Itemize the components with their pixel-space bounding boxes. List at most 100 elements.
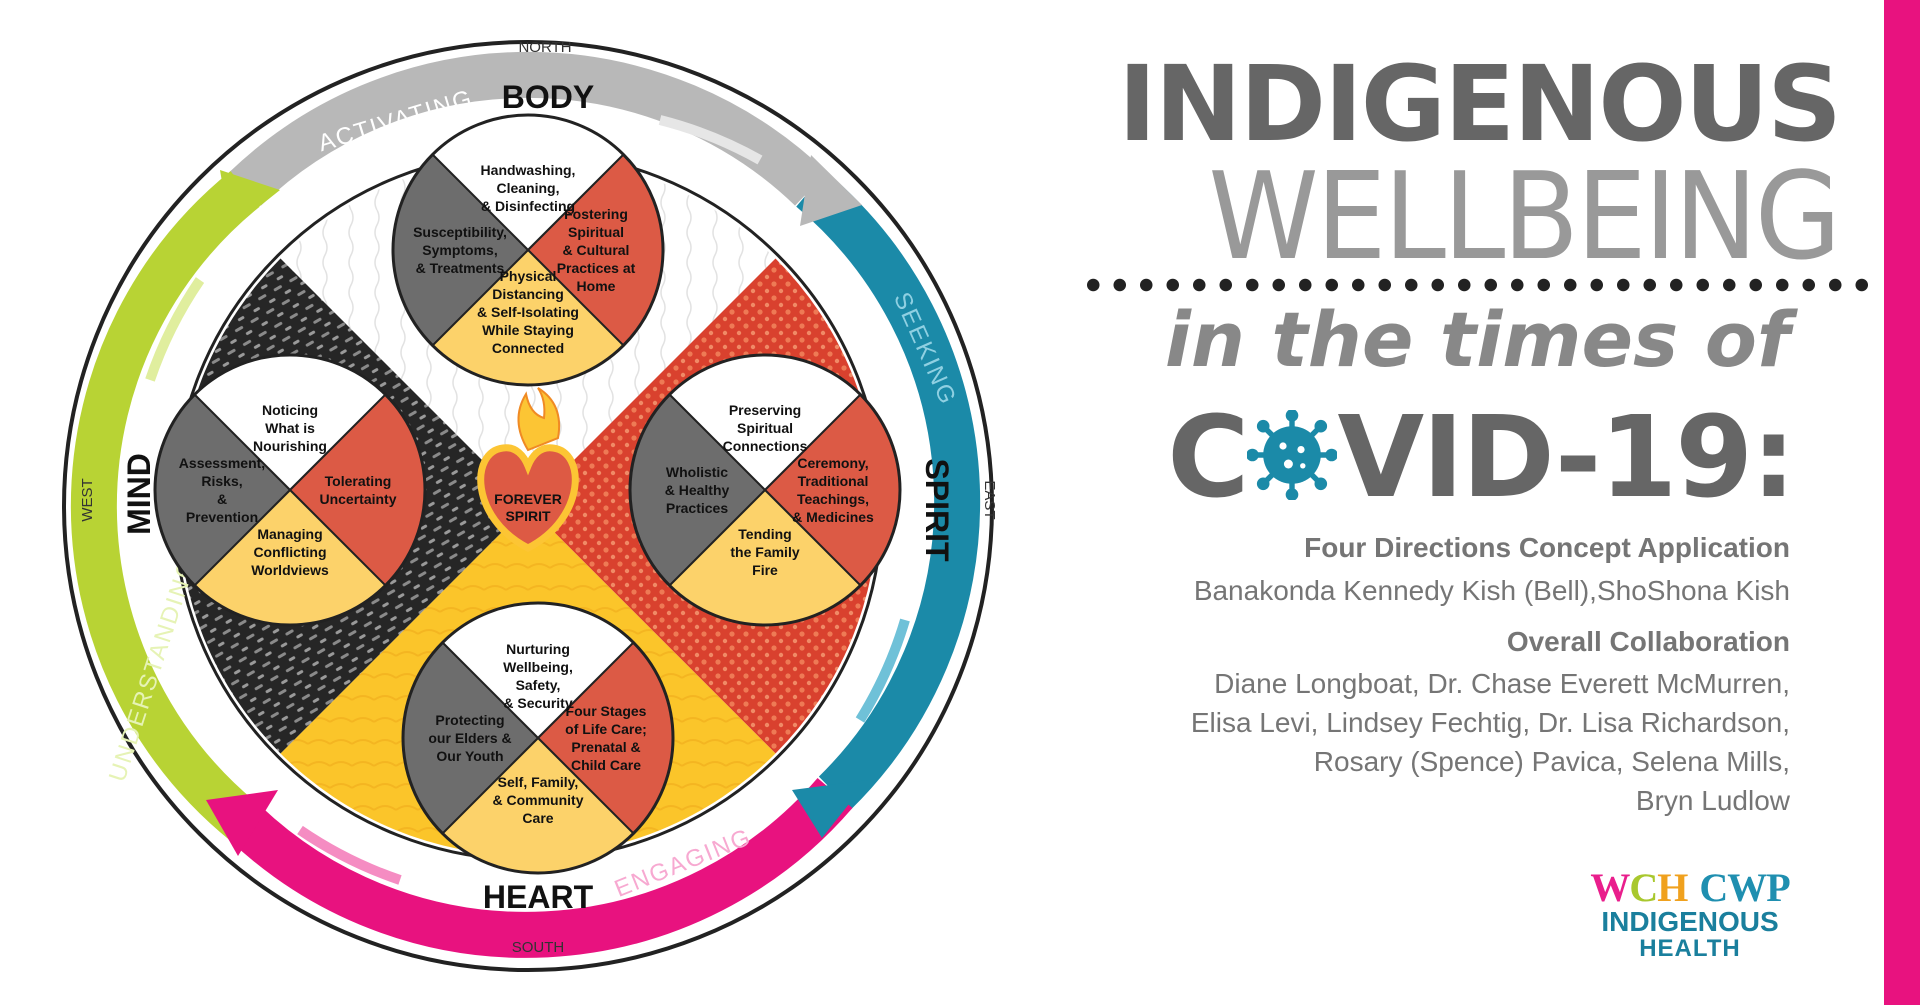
- forever-spirit-emblem: FOREVER SPIRIT: [477, 387, 579, 552]
- mind-arrowhead: [220, 170, 280, 230]
- south-label: SOUTH: [512, 939, 565, 956]
- title-panel: INDIGENOUS WELLBEING in the times of C V…: [1030, 40, 1870, 980]
- virus-icon: [1247, 410, 1338, 500]
- body-arrow-highlight: [658, 115, 763, 165]
- body-circle-outline: [391, 113, 665, 387]
- center-label-line1: FOREVER: [494, 491, 562, 507]
- east-label: EAST: [981, 480, 998, 519]
- heart-top-text: & Security: [503, 695, 572, 711]
- body-right-text: Practices at: [557, 260, 636, 276]
- west-label: WEST: [79, 478, 96, 521]
- collab-names-line: Diane Longboat, Dr. Chase Everett McMurr…: [1214, 668, 1790, 699]
- spirit-arrow-highlight: [855, 618, 910, 723]
- title-indigenous: INDIGENOUS: [1118, 43, 1842, 165]
- dotted-divider: [1080, 278, 1870, 292]
- mind-bottom-text: Worldviews: [251, 562, 329, 578]
- body-bottom-text: Connected: [492, 340, 564, 356]
- spirit-title: SPIRIT: [919, 458, 955, 562]
- credits-concept-names: Banakonda Kennedy Kish (Bell),ShoShona K…: [1193, 575, 1790, 606]
- north-label: NORTH: [518, 39, 571, 56]
- spirit-left-text: Wholistic: [666, 464, 728, 480]
- title-wellbeing: WELLBEING: [1207, 148, 1841, 287]
- spirit-right-text: & Medicines: [792, 509, 874, 525]
- credits-heading-concept: Four Directions Concept Application: [1304, 532, 1790, 563]
- spirit-top-text: Connections: [723, 438, 808, 454]
- heart-top-text: Safety,: [516, 677, 561, 693]
- flame-icon: [517, 387, 560, 452]
- spirit-circle-outline: [628, 353, 902, 627]
- collab-names-line: Bryn Ludlow: [1635, 785, 1790, 816]
- body-right-text: Fostering: [564, 206, 628, 222]
- body-bottom-text: & Self-Isolating: [477, 304, 579, 320]
- title-covid-c: C: [1167, 393, 1249, 523]
- body-bottom-text: While Staying: [482, 322, 574, 338]
- body-top-text: Handwashing,: [481, 162, 576, 178]
- heart-right-text: Four Stages: [566, 703, 647, 719]
- heart-arc: [229, 777, 853, 958]
- body-bottom-text: Distancing: [492, 286, 564, 302]
- body-arc: [229, 51, 827, 206]
- logo-indigenous: INDIGENOUS: [1601, 906, 1779, 937]
- body-arrowhead: [800, 155, 862, 226]
- spirit-arc: [796, 171, 981, 810]
- body-left-text: & Treatments: [416, 260, 505, 276]
- mind-title: MIND: [121, 453, 157, 535]
- body-right-text: Home: [577, 278, 616, 294]
- spirit-left-text: Practices: [666, 500, 728, 516]
- heart-bottom-text: Self, Family,: [498, 774, 579, 790]
- heart-title: HEART: [483, 879, 594, 915]
- center-label-line2: SPIRIT: [505, 508, 551, 524]
- mind-top-text: What is: [265, 420, 315, 436]
- body-left-text: Symptoms,: [422, 242, 497, 258]
- spirit-top-text: Preserving: [729, 402, 801, 418]
- body-circle: Handwashing,Cleaning,& DisinfectingFoste…: [391, 113, 665, 387]
- mind-left-text: Risks,: [201, 473, 242, 489]
- spirit-arrowhead: [792, 780, 868, 838]
- collab-names-line: Elisa Levi, Lindsey Fechtig, Dr. Lisa Ri…: [1190, 707, 1790, 738]
- title-covid-19: C VID-19:: [1167, 402, 1796, 514]
- spirit-bottom-text: Fire: [752, 562, 778, 578]
- heart-bottom-text: & Community: [493, 792, 584, 808]
- spirit-left-text: & Healthy: [665, 482, 730, 498]
- spirit-top-text: Spiritual: [737, 420, 793, 436]
- heart-right-text: of Life Care;: [565, 721, 647, 737]
- credits-collaboration-names: Diane Longboat, Dr. Chase Everett McMurr…: [1191, 664, 1790, 820]
- mind-left-text: &: [217, 491, 227, 507]
- four-directions-wheel: NORTH SOUTH EAST WEST BODY SPIRIT HEART …: [62, 39, 998, 972]
- mind-top-text: Nourishing: [253, 438, 327, 454]
- body-right-text: Spiritual: [568, 224, 624, 240]
- title-covid-rest: VID-19:: [1337, 393, 1796, 523]
- heart-top-text: Nurturing: [506, 641, 570, 657]
- heart-left-text: Our Youth: [436, 748, 503, 764]
- heart-right-text: Prenatal &: [571, 739, 640, 755]
- heart-icon: [477, 444, 579, 552]
- collab-names-line: Rosary (Spence) Pavica, Selena Mills,: [1313, 746, 1790, 777]
- body-bottom-text: Physical: [500, 268, 557, 284]
- body-title: BODY: [502, 79, 594, 115]
- heart-right-text: Child Care: [571, 757, 641, 773]
- mind-circle-outline: [153, 353, 427, 627]
- body-right-text: & Cultural: [563, 242, 630, 258]
- heart-left-text: Protecting: [435, 712, 504, 728]
- spirit-bottom-text: the Family: [730, 544, 799, 560]
- spirit-bottom-text: Tending: [738, 526, 791, 542]
- heart-arrow-highlight: [297, 825, 402, 885]
- heart-arrowhead: [206, 790, 278, 856]
- heart-circle-outline: [401, 601, 675, 875]
- mind-right-text: Tolerating: [325, 473, 392, 489]
- logo-health: HEALTH: [1639, 935, 1741, 962]
- spirit-right-text: Traditional: [798, 473, 869, 489]
- body-left-text: Susceptibility,: [413, 224, 507, 240]
- mind-left-text: Prevention: [186, 509, 258, 525]
- spirit-right-text: Ceremony,: [797, 455, 868, 471]
- body-top-text: & Disinfecting: [481, 198, 575, 214]
- mind-right-text: Uncertainty: [319, 491, 396, 507]
- credits-heading-collaboration: Overall Collaboration: [1506, 626, 1790, 657]
- heart-top-text: Wellbeing,: [503, 659, 573, 675]
- mind-bottom-text: Conflicting: [253, 544, 326, 560]
